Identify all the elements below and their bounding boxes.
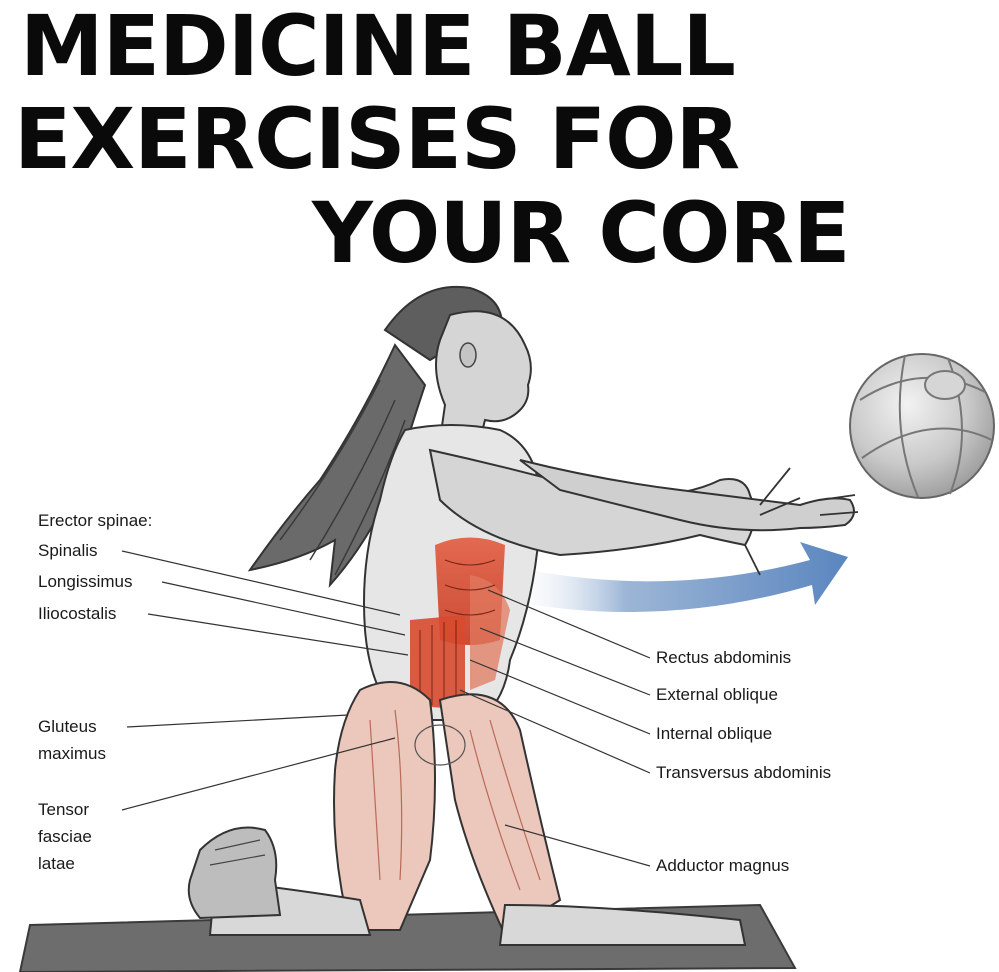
title-line-1: MEDICINE BALL bbox=[20, 0, 736, 95]
label-internal-oblique: Internal oblique bbox=[656, 724, 773, 743]
label-spinalis: Spinalis bbox=[38, 541, 98, 560]
label-erector-spinae: Erector spinae: bbox=[38, 511, 153, 530]
leader-lines-right bbox=[459, 589, 651, 867]
label-transversus-abdominis: Transversus abdominis bbox=[656, 763, 832, 782]
label-tensor-line-1: Tensor bbox=[38, 800, 90, 819]
label-tensor-line-2: fasciae bbox=[38, 827, 92, 846]
muscle-highlight bbox=[410, 537, 510, 710]
leader-lines-left bbox=[121, 550, 409, 811]
shin-right bbox=[498, 903, 747, 946]
left-arm bbox=[519, 459, 855, 532]
head bbox=[435, 310, 532, 441]
label-external-oblique: External oblique bbox=[656, 685, 778, 704]
label-longissimus: Longissimus bbox=[38, 572, 133, 591]
leg-muscle-lines bbox=[369, 709, 541, 891]
label-tensor-line-3: latae bbox=[38, 854, 75, 873]
medicine-ball bbox=[849, 353, 995, 499]
title-line-2: EXERCISES FOR bbox=[14, 90, 740, 188]
sneaker bbox=[187, 826, 282, 920]
label-iliocostalis: Iliocostalis bbox=[38, 604, 117, 623]
label-rectus-abdominis: Rectus abdominis bbox=[656, 648, 792, 667]
label-gluteus-line-2: maximus bbox=[38, 744, 107, 763]
thigh-right bbox=[438, 693, 562, 937]
title-line-3: YOUR CORE bbox=[312, 184, 850, 282]
fingers bbox=[744, 467, 859, 576]
label-gluteus-line-1: Gluteus bbox=[38, 717, 97, 736]
label-adductor-magnus: Adductor magnus bbox=[656, 856, 790, 875]
motion-arrow bbox=[505, 542, 848, 612]
thigh-left bbox=[333, 681, 436, 931]
